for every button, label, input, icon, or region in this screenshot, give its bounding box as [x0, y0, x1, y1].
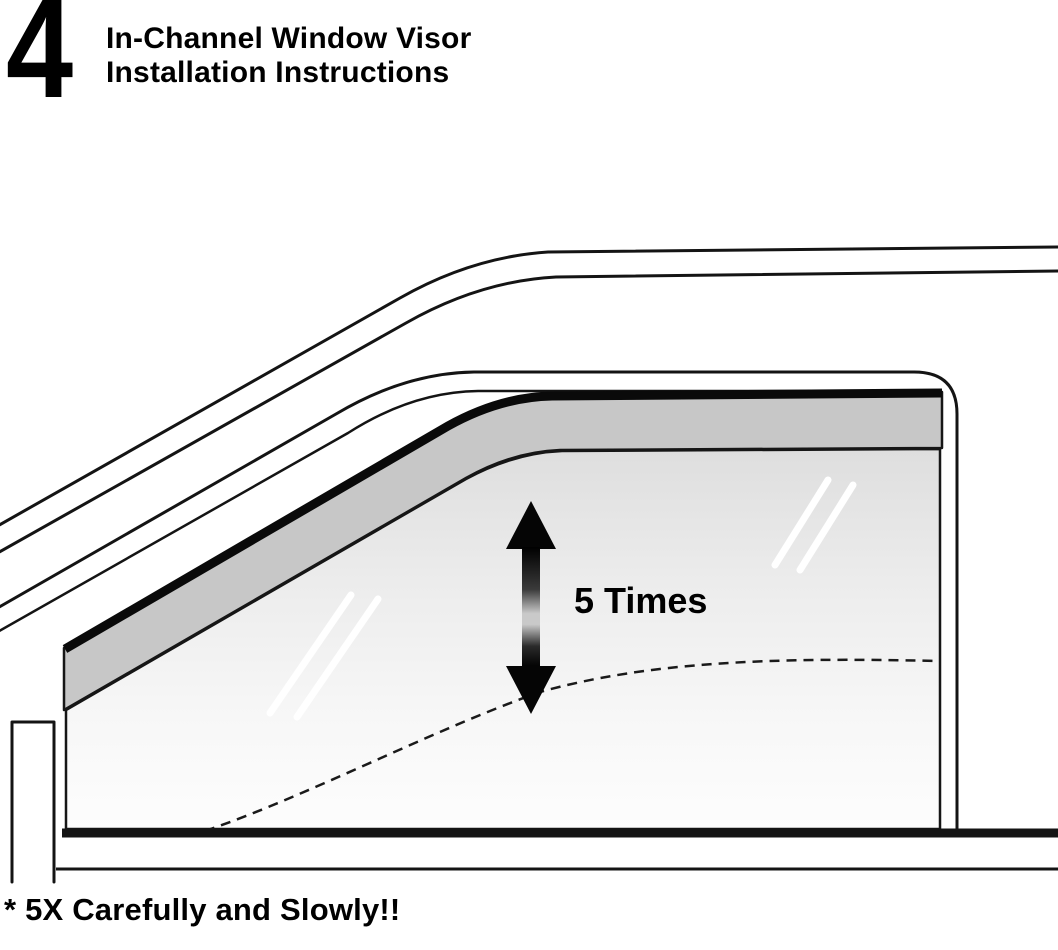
title-line-1: In-Channel Window Visor — [106, 22, 472, 55]
roof-line-inner — [0, 269, 1058, 554]
glare-streak — [293, 595, 382, 721]
arrow-head-up-icon — [506, 501, 556, 549]
step-number: 4 — [6, 0, 74, 128]
shake-count-label: 5 Times — [574, 580, 708, 621]
glass-glare-streaks — [266, 476, 857, 721]
arrow-head-down-icon — [506, 666, 556, 714]
mirror-mount-lines — [10, 720, 56, 884]
line-art — [0, 245, 1058, 884]
glare-streak — [266, 591, 355, 717]
roof-line-outer — [0, 245, 1058, 527]
footnote: * 5X Carefully and Slowly!! — [4, 892, 401, 927]
title-line-2: Installation Instructions — [106, 55, 450, 89]
visor-top-edge — [62, 388, 943, 653]
arrow-shaft — [522, 547, 540, 668]
glare-streak — [796, 481, 857, 574]
shake-direction-arrow — [506, 501, 556, 714]
window-frame-inner — [0, 389, 940, 633]
window-frame-outer — [0, 370, 959, 832]
glare-streak — [771, 476, 832, 569]
page-title: In-Channel Window Visor Installation Ins… — [106, 22, 471, 90]
